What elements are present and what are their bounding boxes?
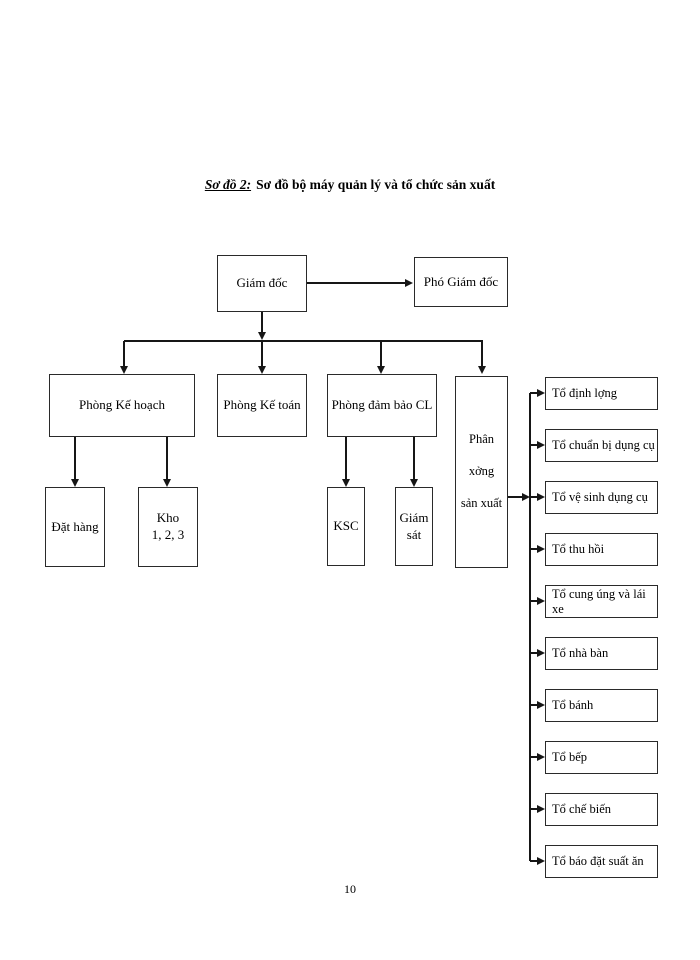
node-to-banh: Tổ bánh bbox=[545, 689, 658, 722]
node-to-cung-ung-va-lai-xe: Tổ cung úng và lái xe bbox=[545, 585, 658, 618]
connector-line bbox=[530, 444, 538, 446]
page-number: 10 bbox=[344, 882, 356, 896]
diagram-title-text: Sơ đồ bộ máy quản lý và tổ chức sản xuất bbox=[256, 177, 496, 192]
node-to-ve-sinh-dung-cu: Tổ vệ sinh dụng cụ bbox=[545, 481, 658, 514]
connector-line bbox=[508, 496, 523, 498]
arrowhead-down-icon bbox=[342, 479, 350, 487]
arrowhead-right-icon bbox=[537, 493, 545, 501]
node-phong-dam-bao-cl: Phòng đảm bảo CL bbox=[327, 374, 437, 437]
arrowhead-down-icon bbox=[71, 479, 79, 487]
arrowhead-right-icon bbox=[537, 597, 545, 605]
arrowhead-down-icon bbox=[163, 479, 171, 487]
connector-line bbox=[261, 341, 263, 367]
arrowhead-right-icon bbox=[522, 493, 530, 501]
connector-line bbox=[530, 548, 538, 550]
arrowhead-right-icon bbox=[537, 545, 545, 553]
connector-line bbox=[530, 652, 538, 654]
connector-line bbox=[530, 496, 538, 498]
connector-line bbox=[380, 341, 382, 367]
connector-line bbox=[261, 312, 263, 333]
node-kho-123: Kho 1, 2, 3 bbox=[138, 487, 198, 567]
connector-line bbox=[74, 437, 76, 480]
connector-line bbox=[345, 437, 347, 480]
connector-line bbox=[307, 282, 406, 284]
node-to-thu-hoi: Tổ thu hồi bbox=[545, 533, 658, 566]
arrowhead-down-icon bbox=[410, 479, 418, 487]
connector-line bbox=[530, 808, 538, 810]
arrowhead-right-icon bbox=[537, 857, 545, 865]
arrowhead-right-icon bbox=[537, 753, 545, 761]
connector-line bbox=[530, 392, 538, 394]
diagram-title-label: Sơ đồ 2: bbox=[204, 177, 252, 192]
arrowhead-down-icon bbox=[120, 366, 128, 374]
connector-line bbox=[166, 437, 168, 480]
node-to-che-bien: Tổ chế biến bbox=[545, 793, 658, 826]
node-pho-giam-doc: Phó Giám đốc bbox=[414, 257, 508, 307]
node-to-chuan-bi-dung-cu: Tổ chuẩn bị dụng cụ bbox=[545, 429, 658, 462]
connector-line bbox=[530, 756, 538, 758]
node-ksc: KSC bbox=[327, 487, 365, 566]
node-to-nha-ban: Tổ nhà bàn bbox=[545, 637, 658, 670]
arrowhead-right-icon bbox=[405, 279, 413, 287]
connector-line bbox=[413, 437, 415, 480]
arrowhead-down-icon bbox=[258, 332, 266, 340]
arrowhead-right-icon bbox=[537, 805, 545, 813]
arrowhead-down-icon bbox=[258, 366, 266, 374]
node-giam-doc: Giám đốc bbox=[217, 255, 307, 312]
node-phong-ke-toan: Phòng Kế toán bbox=[217, 374, 307, 437]
arrowhead-right-icon bbox=[537, 701, 545, 709]
connector-line bbox=[530, 600, 538, 602]
node-dat-hang: Đặt hàng bbox=[45, 487, 105, 567]
connector-line bbox=[123, 341, 125, 367]
node-to-bao-dat-suat-an: Tổ báo đặt suất ăn bbox=[545, 845, 658, 878]
node-phong-ke-hoach: Phòng Kế hoạch bbox=[49, 374, 195, 437]
connector-trunk-line bbox=[529, 393, 531, 861]
connector-line bbox=[530, 704, 538, 706]
node-to-bep: Tổ bếp bbox=[545, 741, 658, 774]
node-to-dinh-luong: Tổ định lợng bbox=[545, 377, 658, 410]
arrowhead-down-icon bbox=[377, 366, 385, 374]
arrowhead-right-icon bbox=[537, 649, 545, 657]
arrowhead-right-icon bbox=[537, 389, 545, 397]
connector-line bbox=[481, 341, 483, 367]
connector-line bbox=[124, 340, 483, 342]
node-phan-xuong-san-xuat: Phân xởng sản xuất bbox=[455, 376, 508, 568]
node-giam-sat: Giám sát bbox=[395, 487, 433, 566]
diagram-title: Sơ đồ 2: Sơ đồ bộ máy quản lý và tổ chức … bbox=[0, 177, 700, 193]
arrowhead-right-icon bbox=[537, 441, 545, 449]
arrowhead-down-icon bbox=[478, 366, 486, 374]
connector-line bbox=[530, 860, 538, 862]
